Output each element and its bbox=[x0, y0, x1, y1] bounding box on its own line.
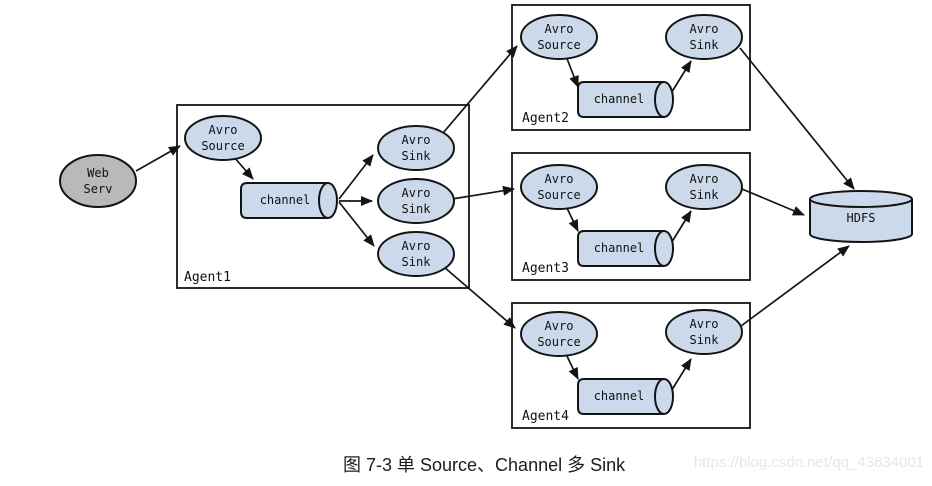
agent1-channel-cylinder bbox=[240, 182, 338, 219]
agent3-channel-cylinder bbox=[577, 230, 674, 267]
agent3-box bbox=[511, 152, 751, 281]
agent4-box bbox=[511, 302, 751, 429]
agent1-avro-sink1-ellipse bbox=[377, 125, 455, 171]
hdfs-cylinder bbox=[809, 190, 913, 243]
agent1-avro-sink2-ellipse bbox=[377, 178, 455, 224]
arrow-agent2-channel-to-sink bbox=[669, 60, 692, 96]
agent3-label: Agent3 bbox=[522, 261, 569, 276]
agent4-channel-cylinder bbox=[577, 378, 674, 415]
agent2-label: Agent2 bbox=[522, 111, 569, 126]
arrow-agent4-channel-to-sink bbox=[669, 358, 692, 394]
arrows bbox=[135, 45, 855, 394]
agent2-avro-source-ellipse bbox=[520, 14, 598, 60]
arrow-agent1-source-to-channel bbox=[233, 156, 254, 180]
agent2-channel-cylinder bbox=[577, 81, 674, 118]
arrow-agent2-source-to-channel bbox=[565, 55, 579, 88]
agent2-avro-sink-ellipse bbox=[665, 14, 743, 60]
arrow-agent2-sink-to-hdfs bbox=[739, 47, 855, 190]
agent3-avro-source-ellipse bbox=[520, 164, 598, 210]
agent4-label: Agent4 bbox=[522, 409, 569, 424]
arrow-agent1-channel-to-sink1 bbox=[338, 154, 374, 200]
agent4-avro-source-ellipse bbox=[520, 311, 598, 357]
arrow-webserv-to-agent1-source bbox=[135, 145, 181, 172]
agent1-avro-source-ellipse bbox=[184, 115, 262, 161]
arrow-agent1-channel-to-sink3 bbox=[338, 201, 375, 247]
arrow-agent4-source-to-channel bbox=[565, 353, 579, 380]
agent2-box bbox=[511, 4, 751, 131]
agent1-avro-sink3-ellipse bbox=[377, 231, 455, 277]
agent1-label: Agent1 bbox=[184, 270, 231, 285]
figure-caption: 图 7-3 单 Source、Channel 多 Sink bbox=[343, 455, 626, 475]
watermark-url: https://blog.csdn.net/qq_43634001 bbox=[693, 454, 924, 471]
arrow-agent4-sink-to-hdfs bbox=[740, 245, 850, 327]
arrow-agent3-channel-to-sink bbox=[669, 210, 692, 246]
web-serv-ellipse bbox=[59, 154, 137, 208]
arrow-agent3-source-to-channel bbox=[565, 205, 579, 232]
agent4-avro-sink-ellipse bbox=[665, 309, 743, 355]
arrow-agent3-sink-to-hdfs bbox=[741, 188, 805, 216]
agent3-avro-sink-ellipse bbox=[665, 164, 743, 210]
arrow-agent1-sink2-to-agent3-source bbox=[451, 185, 515, 200]
arrow-agent1-sink1-to-agent2-source bbox=[442, 45, 518, 134]
arrow-agent1-sink3-to-agent4-source bbox=[443, 266, 516, 329]
